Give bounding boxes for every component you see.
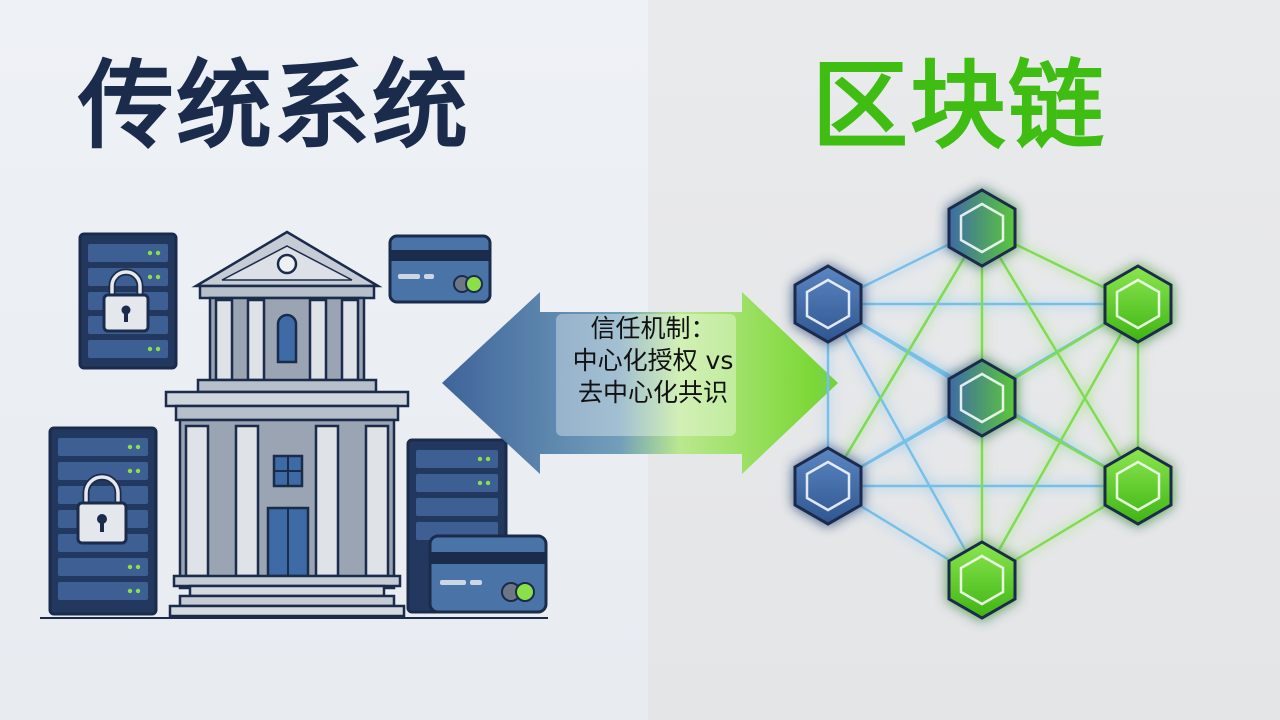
double-arrow-icon: [442, 292, 838, 474]
hexagon-node-icon: [1103, 446, 1173, 526]
caption-line-2: 中心化授权 vs: [572, 346, 734, 375]
bank-building-icon: [164, 230, 410, 618]
blockchain-title: 区块链: [812, 50, 1106, 162]
hexagon-node-icon: [793, 446, 863, 526]
hexagon-node-icon: [1103, 264, 1173, 344]
traditional-system-title: 传统系统: [78, 50, 470, 162]
padlock-icon: [76, 473, 128, 545]
padlock-icon: [102, 268, 150, 333]
credit-card-icon: [428, 534, 548, 614]
hexagon-node-icon: [947, 540, 1017, 620]
credit-card-icon: [388, 234, 492, 304]
caption-line-3: 去中心化共识: [577, 378, 728, 407]
hexagon-node-icon: [947, 188, 1017, 268]
caption-line-1: 信任机制：: [590, 314, 716, 343]
trust-mechanism-caption: 信任机制： 中心化授权 vs 去中心化共识: [548, 313, 758, 409]
hexagon-node-icon: [947, 358, 1017, 438]
hexagon-node-icon: [793, 264, 863, 344]
